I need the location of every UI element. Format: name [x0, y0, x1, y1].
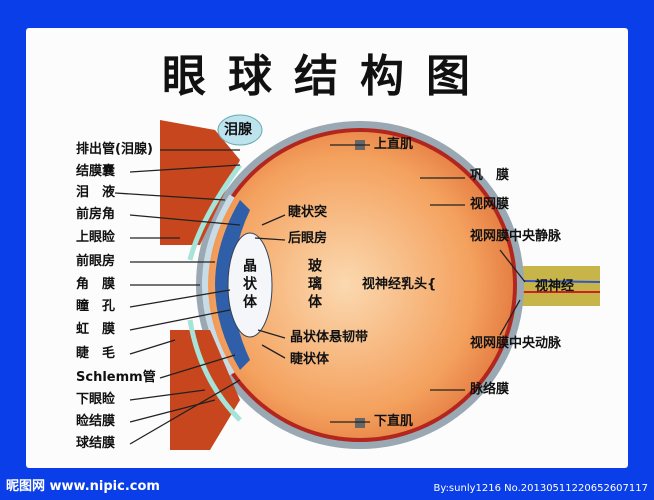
central-artery-label: 视网膜中央动脉	[470, 336, 562, 351]
watermark-site: 昵图网 www.nipic.com	[6, 479, 160, 494]
lacrimal-gland	[217, 114, 263, 146]
optic-nerve-label: 视神经	[535, 279, 575, 294]
central-vein-label: 视网膜中央静脉	[470, 229, 562, 244]
optic-disc-label: 视神经乳头{	[362, 277, 437, 292]
left-label: 球结膜	[76, 436, 116, 451]
left-label: 虹 膜	[76, 322, 116, 337]
page-title: 眼球结构图	[162, 51, 492, 102]
left-label: 泪 液	[76, 185, 116, 200]
eyeball	[207, 132, 513, 438]
posterior-chamber-label: 后眼房	[288, 231, 328, 246]
watermark-credit: By:sunly1216 No.20130511220652607117	[433, 483, 648, 494]
lacrimal-gland-label: 泪腺	[224, 122, 252, 138]
left-label: 前眼房	[76, 254, 116, 269]
left-label: 排出管(泪腺)	[76, 142, 153, 157]
retina-label: 视网膜	[470, 197, 510, 212]
ciliary-process-label: 睫状突	[288, 205, 328, 220]
vitreous-label: 玻璃体	[306, 258, 322, 312]
leader-lines	[114, 144, 526, 445]
upper-eyelid	[160, 120, 240, 245]
left-label: 瞳 孔	[76, 299, 116, 314]
choroid-label: 脉络膜	[470, 382, 510, 397]
superior-rectus-label: 上直肌	[374, 137, 414, 152]
left-label: Schlemm管	[76, 370, 156, 385]
left-label: 结膜囊	[76, 164, 116, 179]
sclera-label: 巩 膜	[470, 168, 510, 183]
left-label: 睑结膜	[76, 414, 116, 429]
left-label: 睫 毛	[76, 346, 116, 361]
inferior-rectus-label: 下直肌	[374, 414, 414, 429]
left-label: 前房角	[76, 207, 116, 222]
left-label: 下眼睑	[76, 392, 116, 407]
left-label: 角 膜	[76, 277, 116, 292]
left-label: 上眼睑	[76, 230, 116, 245]
zonule-label: 晶状体悬韧带	[290, 330, 369, 345]
lens-label: 晶状体	[241, 258, 257, 312]
ciliary-body-label: 睫状体	[290, 352, 330, 367]
lens	[227, 232, 273, 338]
